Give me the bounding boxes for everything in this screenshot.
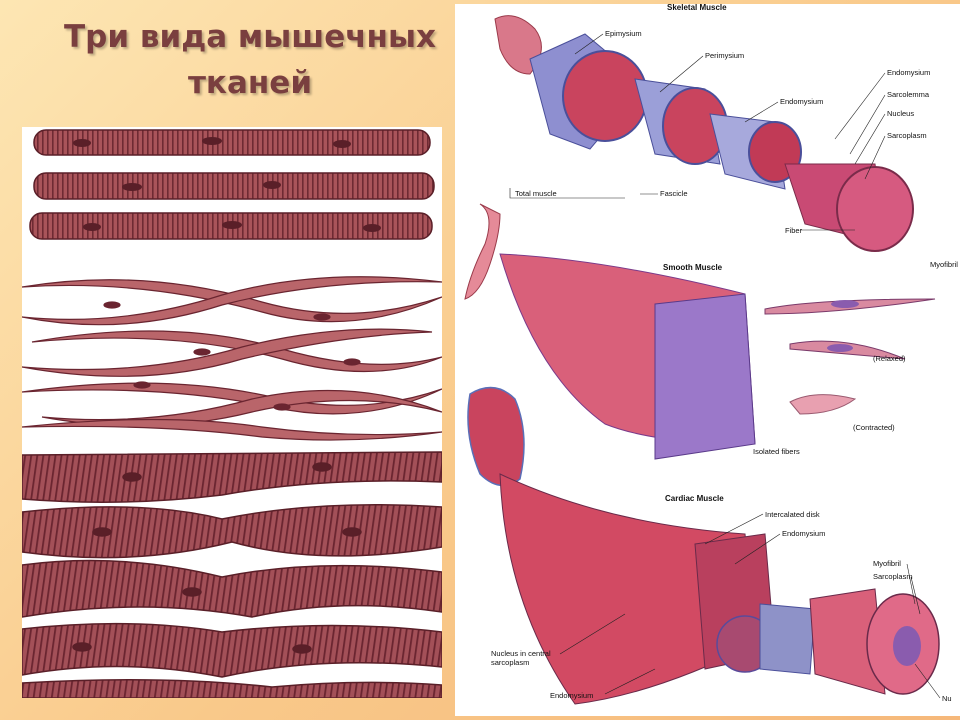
label-myofibril: Myofibril [930,260,958,269]
nucleus [103,301,121,309]
nucleus [193,348,211,356]
label-perimysium: Perimysium [705,51,744,60]
nucleus [263,181,281,189]
cardiac-fibers [22,451,442,698]
label-sarcoplasm: Sarcoplasm [887,131,927,140]
label-epimysium: Epimysium [605,29,642,38]
nucleus [312,462,332,472]
label-endomysium-mid: Endomysium [780,97,823,106]
cardiac-header: Cardiac Muscle [665,494,724,503]
smooth-fibers [22,276,442,441]
label-nucleus-central-2: sarcoplasm [491,658,529,667]
skeletal-illustration [494,15,914,252]
nucleus [133,381,151,389]
label-contracted: (Contracted) [853,423,895,432]
label-nucleus: Nucleus [887,109,914,118]
cardiac-illustration [467,386,940,705]
label-sarcoplasm-cardiac: Sarcoplasm [873,572,913,581]
label-total-muscle: Total muscle [515,189,557,198]
slide-title: Три вида мышечных тканей [40,14,460,106]
label-nucleus-cut: Nu [942,694,952,703]
label-endomysium-right: Endomysium [887,68,930,77]
tissue-types-illustration [22,127,442,698]
nucleus [292,644,312,654]
skeletal-fibers [29,129,435,240]
slide-title-line1: Три вида мышечных [64,19,436,55]
label-isolated-fibers: Isolated fibers [753,447,800,456]
skeletal-header: Skeletal Muscle [667,4,727,12]
nucleus [222,221,242,229]
nucleus [313,313,331,321]
label-myofibril-cardiac: Myofibril [873,559,901,568]
nucleus [333,140,351,148]
nucleus [273,403,291,411]
nucleus [202,137,222,145]
label-fiber: Fiber [785,226,803,235]
nucleus [182,587,202,597]
nucleus [122,472,142,482]
tissue-types-svg [22,129,442,698]
nucleus [92,527,112,537]
label-fascicle: Fascicle [660,189,688,198]
label-endomysium-cardiac: Endomysium [782,529,825,538]
nucleus [122,183,142,191]
skeletal-fiber [33,172,435,200]
nucleus [72,642,92,652]
label-sarcolemma: Sarcolemma [887,90,930,99]
slide-title-line2: тканей [187,65,313,101]
muscle-anatomy-diagram: Skeletal Muscle Epimysium Perimysium End… [455,4,960,716]
nucleus [73,139,91,147]
label-intercalated-disk: Intercalated disk [765,510,820,519]
smooth-header: Smooth Muscle [663,263,723,272]
nucleus [83,223,101,231]
nucleus [363,224,381,232]
nucleus [342,527,362,537]
smooth-illustration [464,203,936,460]
label-endomysium-bottom: Endomysium [550,691,593,700]
anatomy-svg: Skeletal Muscle Epimysium Perimysium End… [464,4,958,705]
skeletal-fiber [33,129,431,156]
nucleus [343,358,361,366]
label-relaxed: (Relaxed) [873,354,906,363]
label-nucleus-central-1: Nucleus in central [491,649,551,658]
